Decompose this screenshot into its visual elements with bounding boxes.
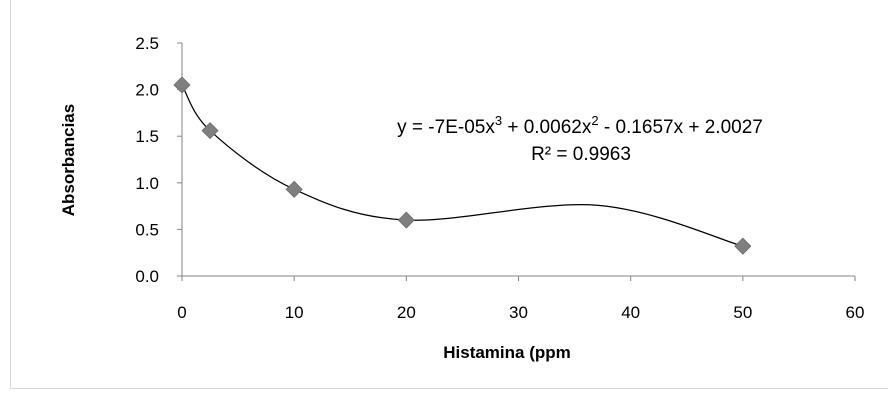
trendline-equation: y = -7E-05x3 + 0.0062x2 - 0.1657x + 2.00… [397,113,763,138]
x-tick-label: 30 [509,303,528,322]
x-tick-label: 20 [397,303,416,322]
data-point-marker [173,76,191,94]
x-tick-label: 50 [733,303,752,322]
x-tick-label: 0 [177,303,186,322]
x-tick-label: 10 [285,303,304,322]
y-tick-label: 1.0 [135,174,159,193]
y-tick-label: 0.0 [135,267,159,286]
trendline-r2: R² = 0.9963 [531,144,631,165]
y-tick-label: 2.0 [135,81,159,100]
tick-labels: 0.0 0.5 1.0 1.5 2.0 2.5 0 10 20 30 40 50 60 [135,34,864,322]
data-point-marker [397,211,415,229]
y-tick-label: 0.5 [135,220,159,239]
trendline-group [181,84,743,247]
axes [177,42,856,281]
chart-frame [10,0,888,389]
y-axis-title: Absorbancias [59,104,78,216]
data-point-marker [285,180,303,198]
trendline-curve [181,84,743,247]
x-tick-label: 40 [621,303,640,322]
y-tick-label: 2.5 [135,34,159,53]
x-tick-label: 60 [846,303,865,322]
data-points [173,76,752,255]
x-axis-title: Histamina (ppm [443,343,571,362]
data-point-marker [201,122,219,140]
data-point-marker [734,237,752,255]
y-tick-label: 1.5 [135,127,159,146]
